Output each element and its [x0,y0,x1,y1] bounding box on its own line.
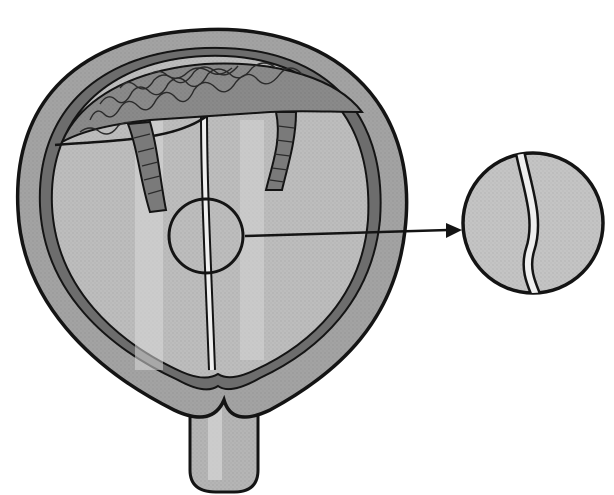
diagram-figure [0,0,614,495]
